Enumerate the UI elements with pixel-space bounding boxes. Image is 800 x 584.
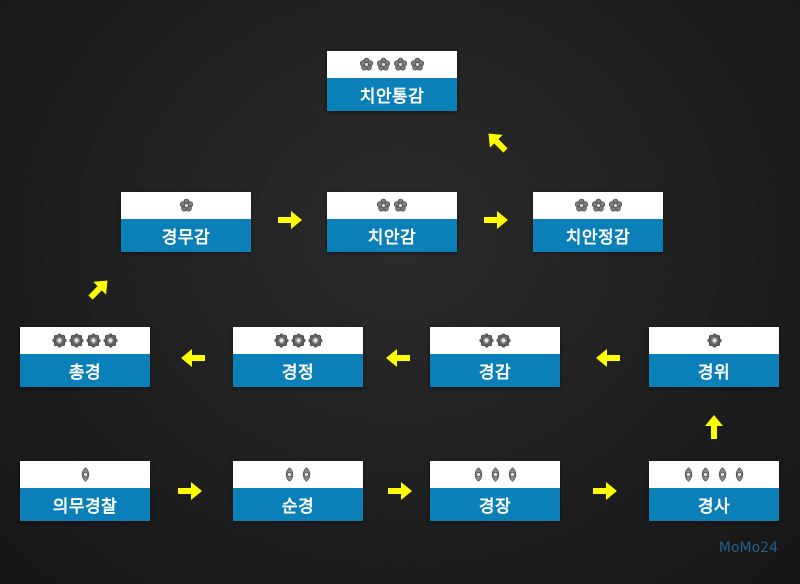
- flower-insignia-icon: [376, 57, 391, 71]
- insignia-row: [233, 461, 363, 488]
- wreath-insignia-icon: [290, 333, 306, 348]
- leaf-insignia-icon: [508, 467, 516, 482]
- wreath-insignia-icon: [86, 333, 101, 348]
- rank-label: 경장: [430, 488, 560, 521]
- rank-label: 순경: [233, 488, 363, 521]
- insignia-row: [430, 461, 560, 488]
- wreath-insignia-icon: [103, 333, 118, 348]
- arrow-up-left-icon: [488, 133, 508, 153]
- leaf-insignia-icon: [491, 467, 499, 482]
- flower-insignia-icon: [393, 57, 408, 71]
- wreath-insignia-icon: [706, 333, 722, 348]
- rank-label: 경사: [649, 488, 779, 521]
- leaf-insignia-icon: [302, 467, 311, 482]
- rank-label: 의무경찰: [20, 488, 150, 521]
- flower-insignia-icon: [591, 198, 605, 212]
- rank-card-gyeonggam: 경감: [430, 327, 560, 387]
- rank-label: 경감: [430, 354, 560, 387]
- leaf-insignia-icon: [81, 467, 89, 482]
- rank-card-sungyeong: 순경: [233, 461, 363, 521]
- rank-label: 치안정감: [533, 219, 663, 252]
- insignia-row: [649, 327, 779, 354]
- leaf-insignia-icon: [684, 467, 693, 482]
- arrow-right-icon: [593, 482, 617, 500]
- wreath-insignia-icon: [52, 333, 67, 348]
- insignia-row: [121, 192, 251, 219]
- wreath-insignia-icon: [496, 333, 511, 348]
- wreath-insignia-icon: [273, 333, 289, 348]
- flower-insignia-icon: [376, 198, 391, 212]
- insignia-row: [233, 327, 363, 354]
- arrow-right-icon: [178, 482, 202, 500]
- leaf-insignia-icon: [718, 467, 727, 482]
- arrow-up-right-icon: [88, 280, 108, 300]
- rank-card-gyeongjeong: 경정: [233, 327, 363, 387]
- insignia-row: [20, 327, 150, 354]
- rank-card-chiangam: 치안감: [327, 192, 457, 252]
- flower-insignia-icon: [608, 198, 622, 212]
- rank-label: 경위: [649, 354, 779, 387]
- arrow-right-icon: [388, 482, 412, 500]
- arrow-left-icon: [386, 349, 410, 367]
- rank-label: 치안감: [327, 219, 457, 252]
- leaf-insignia-icon: [735, 467, 744, 482]
- rank-label: 경무감: [121, 219, 251, 252]
- flower-insignia-icon: [410, 57, 425, 71]
- arrow-up-icon: [705, 415, 723, 439]
- insignia-row: [533, 192, 663, 219]
- arrow-right-icon: [484, 211, 508, 229]
- rank-label: 치안통감: [327, 78, 457, 111]
- insignia-row: [649, 461, 779, 488]
- wreath-insignia-icon: [307, 333, 323, 348]
- rank-label: 경정: [233, 354, 363, 387]
- flower-insignia-icon: [393, 198, 408, 212]
- rank-card-gyeongmugam: 경무감: [121, 192, 251, 252]
- insignia-row: [327, 51, 457, 78]
- flower-insignia-icon: [359, 57, 374, 71]
- rank-card-gyeongjang: 경장: [430, 461, 560, 521]
- watermark: MoMo24: [718, 540, 778, 556]
- rank-card-gyeongsa: 경사: [649, 461, 779, 521]
- rank-card-uimu: 의무경찰: [20, 461, 150, 521]
- arrow-right-icon: [278, 211, 302, 229]
- rank-label: 총경: [20, 354, 150, 387]
- leaf-insignia-icon: [474, 467, 482, 482]
- insignia-row: [20, 461, 150, 488]
- insignia-row: [327, 192, 457, 219]
- wreath-insignia-icon: [479, 333, 494, 348]
- insignia-row: [430, 327, 560, 354]
- arrow-left-icon: [596, 349, 620, 367]
- rank-card-chianjeonggam: 치안정감: [533, 192, 663, 252]
- rank-card-chiantonggam: 치안통감: [327, 51, 457, 111]
- wreath-insignia-icon: [69, 333, 84, 348]
- rank-card-chonggyeong: 총경: [20, 327, 150, 387]
- leaf-insignia-icon: [285, 467, 294, 482]
- arrow-left-icon: [181, 349, 205, 367]
- flower-insignia-icon: [179, 198, 193, 212]
- leaf-insignia-icon: [701, 467, 710, 482]
- flower-insignia-icon: [574, 198, 588, 212]
- rank-card-gyeongwi: 경위: [649, 327, 779, 387]
